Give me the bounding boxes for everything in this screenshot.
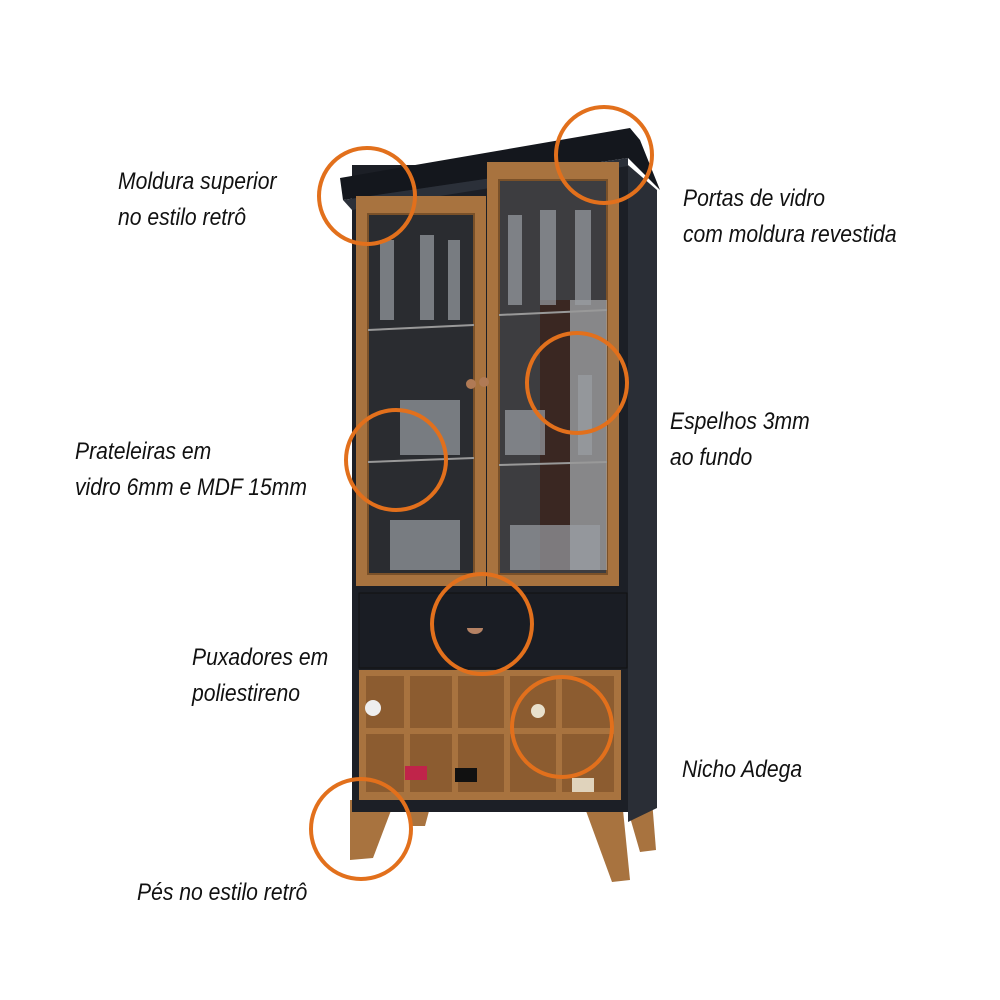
callout-circle-crown	[317, 146, 417, 246]
callout-doors-label: Portas de vidro com moldura revestida	[683, 181, 897, 253]
label-line: com moldura revestida	[683, 221, 897, 248]
wine-rack	[359, 670, 621, 800]
callout-circle-mirrors	[525, 331, 629, 435]
glass-doors	[356, 162, 619, 586]
label-line: Moldura superior	[118, 168, 277, 195]
label-line: ao fundo	[670, 444, 753, 471]
label-line: Nicho Adega	[682, 756, 803, 783]
label-line: Portas de vidro	[683, 185, 826, 212]
cabinet-side	[628, 165, 657, 822]
callout-circle-handles	[430, 572, 534, 676]
callout-circle-feet	[309, 777, 413, 881]
cabinet-legs	[350, 800, 656, 882]
label-line: Prateleiras em	[75, 438, 212, 465]
callout-circle-winerack	[510, 675, 614, 779]
label-line: Pés no estilo retrô	[137, 879, 308, 906]
callout-mirrors-label: Espelhos 3mm ao fundo	[670, 404, 810, 476]
label-line: poliestireno	[192, 680, 301, 707]
drawer[interactable]	[358, 592, 628, 669]
callout-circles	[309, 105, 654, 881]
callout-circle-shelves	[344, 408, 448, 512]
callout-winerack-label: Nicho Adega	[682, 752, 802, 788]
label-line: vidro 6mm e MDF 15mm	[75, 474, 307, 501]
label-line: no estilo retrô	[118, 204, 246, 231]
label-line: Puxadores em	[192, 644, 329, 671]
callout-shelves-label: Prateleiras em vidro 6mm e MDF 15mm	[75, 434, 307, 506]
label-line: Espelhos 3mm	[670, 408, 810, 435]
callout-circle-doors	[554, 105, 654, 205]
callout-crown-label: Moldura superior no estilo retrô	[118, 164, 276, 236]
drawer-handle[interactable]	[467, 628, 483, 634]
callout-handles-label: Puxadores em poliestireno	[192, 640, 328, 712]
callout-feet-label: Pés no estilo retrô	[137, 875, 307, 911]
